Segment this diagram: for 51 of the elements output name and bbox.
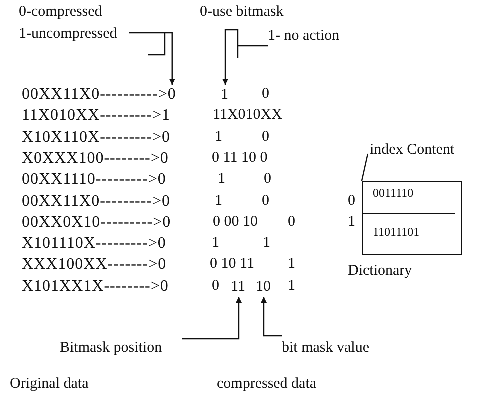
compressed-data-value: 1 (288, 278, 296, 294)
compressed-data-value: 0 11 10 0 (212, 150, 268, 166)
original-data-row: X101XX1X-------->0 (22, 278, 169, 296)
leader-line (361, 154, 369, 182)
legend-note: 0-use bitmask (200, 4, 284, 20)
arrow (261, 297, 282, 337)
legend-note: 1- no action (268, 28, 340, 44)
compressed-data-value: 0 (262, 86, 270, 102)
original-data-row: 00XX0X10--------->0 (22, 214, 172, 232)
compressed-data-value: 1 (221, 87, 228, 104)
original-data-row: 00XX11X0--------->0 (22, 192, 171, 210)
table-caption: Dictionary (348, 263, 412, 280)
compressed-data-value: 1 (212, 235, 220, 252)
section-caption: compressed data (217, 376, 317, 392)
index-number: 1 (348, 214, 356, 230)
arrow (182, 297, 242, 340)
callout-text: Bitmask position (60, 340, 162, 356)
original-data-row: X101110X--------->0 (22, 235, 166, 253)
arrow (129, 32, 176, 85)
original-data-row: XXX100XX------->0 (22, 256, 167, 274)
compressed-data-value: 1 (263, 235, 270, 252)
compressed-data-value: 11X010XX (213, 107, 282, 124)
callout-text: bit mask value (282, 340, 370, 356)
compressed-data-value: 0 00 10 (213, 214, 258, 230)
compressed-data-value: 0 (262, 192, 270, 209)
compressed-data-value: 0 (262, 128, 270, 146)
legend-note: 0-compressed (19, 4, 102, 20)
compressed-data-value: 0 10 11 (210, 256, 254, 273)
original-data-row: 00XX11X0----------> (22, 86, 168, 104)
column-heading: index Content (370, 142, 455, 158)
compressed-data-value: 1 (218, 171, 226, 188)
compressed-data-value: 0 (288, 214, 296, 230)
dictionary-box (362, 181, 462, 255)
index-number: 0 (348, 193, 356, 210)
section-caption: Original data (10, 376, 89, 392)
compressed-data-value: 1 (215, 128, 222, 146)
flag-bit: 0 (168, 86, 176, 104)
legend-note: 1-uncompressed (19, 26, 118, 42)
arrow (222, 29, 268, 85)
compressed-data-value: 0 (212, 278, 220, 294)
original-data-row: 11X010XX--------->1 (22, 107, 171, 125)
compressed-data-value: 11 (231, 279, 246, 296)
compressed-data-value: 10 (256, 279, 271, 296)
compressed-data-value: 1 (215, 192, 222, 209)
compressed-data-value: 0 (264, 171, 272, 188)
dictionary-entry: 0011110 (373, 187, 414, 200)
compressed-data-value: 1 (288, 256, 296, 273)
original-data-row: 00XX1110--------->0 (22, 171, 166, 189)
dictionary-entry: 11011101 (373, 226, 420, 240)
original-data-row: X0XXX100-------->0 (22, 150, 169, 168)
original-data-row: X10X110X--------->0 (22, 128, 171, 146)
